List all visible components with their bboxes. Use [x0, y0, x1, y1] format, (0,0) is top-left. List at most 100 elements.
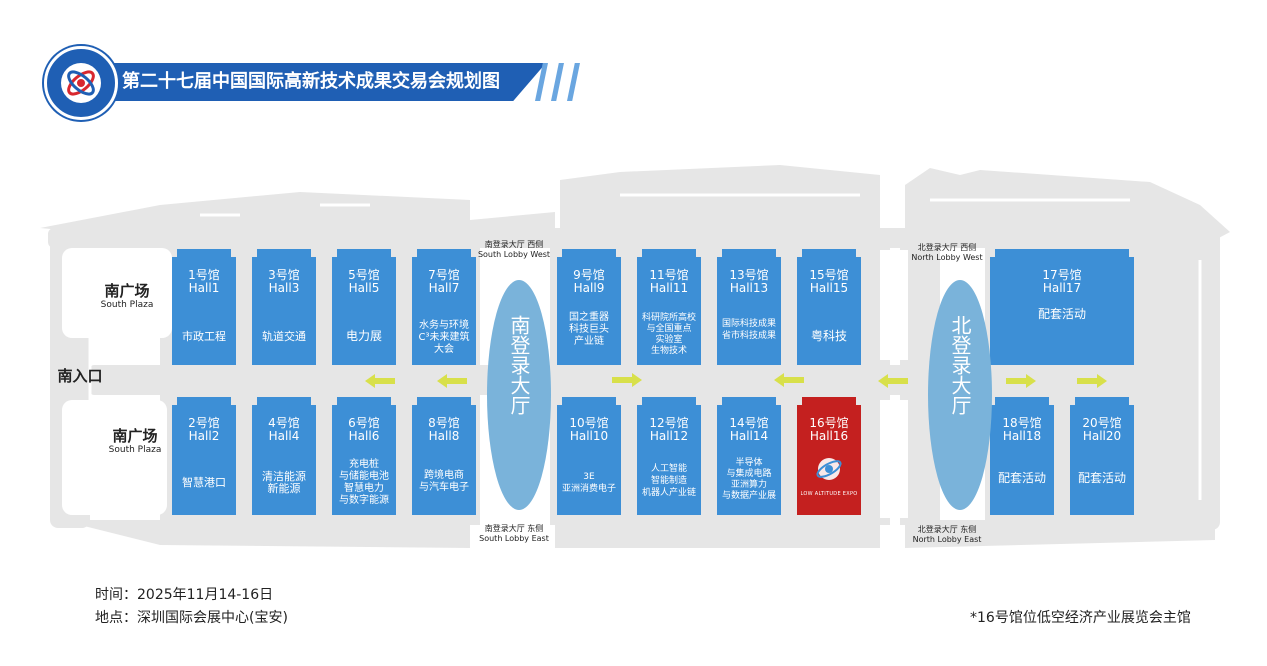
hall-1[interactable]: 1号馆 Hall1 市政工程 — [172, 249, 236, 365]
hall-exhibit-label: 与汽车电子 — [419, 482, 469, 493]
hall-number: 5号馆 — [348, 268, 380, 282]
north-lobby[interactable]: 北登录大厅 — [928, 280, 992, 510]
hall-name-en: Hall3 — [268, 281, 300, 295]
hall-16[interactable]: 16号馆 Hall16 LOW ALTITUDE EXPO — [797, 397, 861, 515]
arrow-right-icon — [1077, 374, 1107, 388]
page-title: 第二十七届中国国际高新技术成果交易会规划图 — [122, 71, 500, 92]
hall-exhibit-label: 清洁能源 — [262, 470, 306, 483]
north-lobby-east-label: 北登录大厅 东侧 North Lobby East — [907, 525, 987, 545]
hall-exhibit-label: 省市科技成果 — [721, 331, 776, 341]
hall-number: 7号馆 — [428, 268, 460, 282]
south-entrance-label: 南入口 — [57, 367, 103, 385]
south-lobby[interactable]: 南登录大厅 — [487, 280, 551, 510]
hall-exhibit-label: 配套活动 — [1037, 307, 1086, 321]
hall-exhibit-label: 大会 — [434, 344, 454, 355]
hightech-fair-logo — [44, 46, 118, 120]
arrow-left-icon — [365, 374, 395, 388]
hall-exhibit-label: 充电桩 — [349, 459, 379, 470]
hall-name-en: Hall20 — [1082, 429, 1122, 443]
hall-exhibit-label: 与全国重点 — [646, 324, 692, 334]
hall-number: 20号馆 — [1082, 416, 1122, 430]
hall-number: 1号馆 — [188, 268, 220, 282]
hall-number: 18号馆 — [1002, 416, 1042, 430]
hall-exhibit-label: 机器人产业链 — [641, 488, 696, 498]
hall-exhibit-label: 亚洲算力 — [730, 480, 767, 490]
hall-exhibit-label: 3E — [583, 472, 595, 482]
hall-exhibit-label: 新能源 — [267, 482, 301, 495]
hall-number: 4号馆 — [268, 416, 300, 430]
hall-number: 2号馆 — [188, 416, 220, 430]
hall-3[interactable]: 3号馆 Hall3 轨道交通 — [252, 249, 316, 365]
hall-number: 12号馆 — [649, 416, 689, 430]
hall-number: 17号馆 — [1042, 268, 1082, 282]
hall-name-en: Hall4 — [268, 429, 300, 443]
hall-number: 8号馆 — [428, 416, 460, 430]
hall-20[interactable]: 20号馆 Hall20 配套活动 — [1070, 397, 1134, 515]
hall-name-en: Hall12 — [649, 429, 689, 443]
south-lobby-name: 南登录大厅 — [507, 315, 531, 415]
hall-number: 11号馆 — [649, 268, 689, 282]
header-banner — [78, 63, 546, 101]
hall-18[interactable]: 18号馆 Hall18 配套活动 — [990, 397, 1054, 515]
hall-name-en: Hall18 — [1002, 429, 1042, 443]
lobby-label-cn: 北登录大厅 东侧 — [917, 525, 977, 534]
low-altitude-expo-logo-icon — [814, 455, 844, 483]
hall-17[interactable]: 17号馆 Hall17 配套活动 — [990, 249, 1134, 365]
hall-14[interactable]: 14号馆 Hall14 半导体 与集成电路 亚洲算力 与数据产业展 — [717, 397, 781, 515]
hall-exhibit-label: 智能制造 — [650, 476, 687, 486]
hall-name-en: Hall2 — [188, 429, 220, 443]
hall-number: 6号馆 — [348, 416, 380, 430]
logo-mark-icon — [67, 70, 95, 96]
hall-name-en: Hall6 — [348, 429, 380, 443]
hall-9[interactable]: 9号馆 Hall9 国之重器 科技巨头 产业链 — [557, 249, 621, 365]
event-time: 时间：2025年11月14-16日 — [95, 587, 274, 603]
hall-exhibit-label: C³未来建筑 — [418, 332, 470, 343]
hall-exhibit-label: 水务与环境 — [419, 320, 469, 331]
hall-name-en: Hall11 — [649, 281, 689, 295]
north-lobby-name: 北登录大厅 — [948, 315, 972, 415]
plaza-name-en: South Plaza — [100, 300, 154, 310]
hall-6[interactable]: 6号馆 Hall6 充电桩 与储能电池 智慧电力 与数字能源 — [332, 397, 396, 515]
hall-exhibit-label: 产业链 — [574, 336, 604, 347]
hall-exhibit-label: 电力展 — [345, 329, 382, 343]
south-lobby-west-label: 南登录大厅 西侧 South Lobby West — [474, 240, 554, 260]
south-lobby-east-label: 南登录大厅 东侧 South Lobby East — [474, 524, 554, 544]
hall-2[interactable]: 2号馆 Hall2 智慧港口 — [172, 397, 236, 515]
hall-5[interactable]: 5号馆 Hall5 电力展 — [332, 249, 396, 365]
lobby-label-cn: 南登录大厅 东侧 — [484, 524, 544, 533]
hall-8[interactable]: 8号馆 Hall8 跨境电商 与汽车电子 — [412, 397, 476, 515]
arrow-left-icon — [878, 374, 908, 388]
hall-exhibit-label: 半导体 — [735, 458, 763, 468]
hall-exhibit-label: 粤科技 — [810, 329, 847, 343]
event-location: 地点：深圳国际会展中心(宝安) — [95, 610, 288, 626]
hall-10[interactable]: 10号馆 Hall10 3E 亚洲消费电子 — [557, 397, 621, 515]
hall-11[interactable]: 11号馆 Hall11 科研院所高校 与全国重点 实验室 生物技术 — [637, 249, 701, 365]
hall-12[interactable]: 12号馆 Hall12 人工智能 智能制造 机器人产业链 — [637, 397, 701, 515]
hall-exhibit-label: 实验室 — [655, 335, 683, 345]
hall-7[interactable]: 7号馆 Hall7 水务与环境 C³未来建筑 大会 — [412, 249, 476, 365]
hall-number: 9号馆 — [573, 268, 605, 282]
hall-4[interactable]: 4号馆 Hall4 清洁能源 新能源 — [252, 397, 316, 515]
hall-name-en: Hall15 — [809, 281, 849, 295]
arrow-right-icon — [612, 373, 642, 387]
lobby-label-en: North Lobby East — [912, 535, 982, 544]
arrow-right-icon — [1006, 374, 1036, 388]
hall-name-en: Hall7 — [428, 281, 460, 295]
hall16-footnote: *16号馆位低空经济产业展览会主馆 — [970, 610, 1191, 626]
hall-number: 3号馆 — [268, 268, 300, 282]
arrow-left-icon — [774, 373, 804, 387]
arrow-left-icon — [437, 374, 467, 388]
hall-exhibit-label: 科研院所高校 — [641, 313, 696, 323]
logo-inner — [61, 63, 101, 103]
south-plaza-label: 南广场 South Plaza — [100, 427, 170, 456]
hall-number: 15号馆 — [809, 268, 849, 282]
hall-exhibit-label: 与储能电池 — [339, 471, 389, 482]
hall-15[interactable]: 15号馆 Hall15 粤科技 — [797, 249, 861, 365]
hall-exhibit-label: 智慧港口 — [182, 476, 226, 489]
hall-exhibit-label: 配套活动 — [997, 471, 1046, 485]
hall-13[interactable]: 13号馆 Hall13 国际科技成果 省市科技成果 — [717, 249, 781, 365]
hall-name-en: Hall9 — [573, 281, 605, 295]
hall-exhibit-label: 市政工程 — [182, 330, 226, 343]
plaza-name-cn: 南广场 — [112, 427, 158, 445]
hall-exhibit-label: LOW ALTITUDE EXPO — [800, 491, 858, 497]
